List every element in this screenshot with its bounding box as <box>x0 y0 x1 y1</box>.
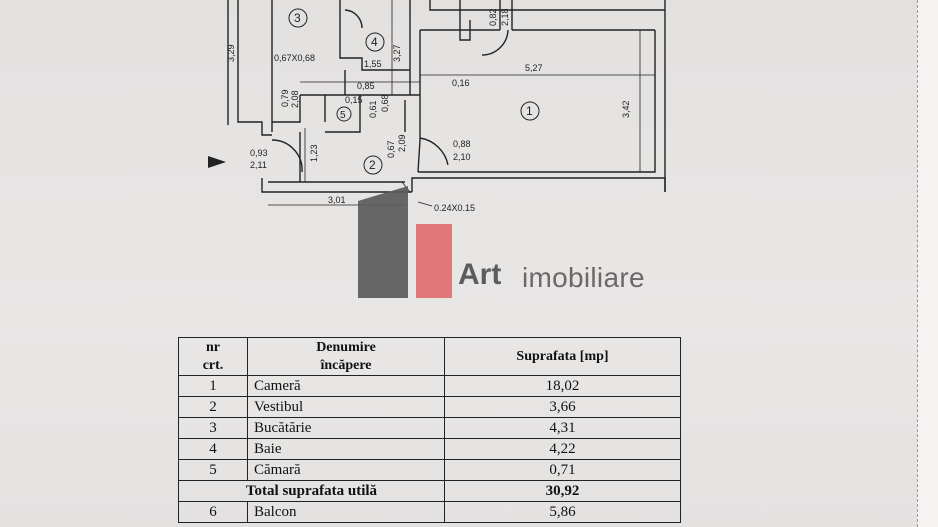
row-name: Balcon <box>247 501 445 523</box>
table-row: 4 Baie 4,22 <box>178 438 681 460</box>
entrance-arrow-icon <box>208 156 226 168</box>
total-row: Total suprafata utilă 30,92 <box>178 480 681 502</box>
row-name: Bucătărie <box>247 417 445 439</box>
logo-dark-block <box>358 186 408 298</box>
table-row: 3 Bucătărie 4,31 <box>178 417 681 439</box>
wall <box>325 95 361 133</box>
room-marker-5 <box>336 106 352 122</box>
table-row: 1 Cameră 18,02 <box>178 375 681 397</box>
dim-label: 0.24X0.15 <box>434 203 475 213</box>
dim-label: 3,29 <box>226 44 236 62</box>
wall <box>237 0 272 136</box>
room-marker-1 <box>520 101 540 121</box>
dim-label: 2,10 <box>453 152 471 162</box>
dim-label: 0,16 <box>452 78 470 88</box>
row-nr: 1 <box>178 375 248 397</box>
dim-label: 1,23 <box>309 144 319 162</box>
room-number-3: 3 <box>294 11 301 25</box>
row-name: Baie <box>247 438 445 460</box>
wall <box>418 30 656 173</box>
table-row: 2 Vestibul 3,66 <box>178 396 681 418</box>
room-number-2: 2 <box>369 158 376 172</box>
row-name: Cameră <box>247 375 445 397</box>
row-area: 4,22 <box>444 438 681 460</box>
watermark-art-text: Art <box>458 258 502 291</box>
room-marker-4 <box>365 32 385 52</box>
dim-label: 3,01 <box>328 195 346 205</box>
room-marker-2 <box>363 155 383 175</box>
dim-label: 3,42 <box>621 100 631 118</box>
dim-label: 2,11 <box>250 160 267 170</box>
wall <box>429 0 665 11</box>
wall <box>339 0 410 71</box>
dim-label: 2,08 <box>290 90 300 108</box>
dimension-line <box>417 201 433 207</box>
header-suprafata: Suprafata [mp] <box>444 337 681 376</box>
dim-label: 0,79 <box>280 89 290 107</box>
total-area: 30,92 <box>444 480 681 502</box>
dim-label: 0,15 <box>345 95 363 105</box>
dim-label: 2,18 <box>500 8 510 26</box>
row-area: 3,66 <box>444 396 681 418</box>
row-area: 4,31 <box>444 417 681 439</box>
door-arc <box>271 139 303 173</box>
room-number-5: 5 <box>340 110 346 121</box>
door-arc <box>344 9 363 29</box>
wall <box>272 95 301 123</box>
door-arc <box>419 137 449 166</box>
row-name: Cămară <box>247 459 445 481</box>
dim-label: 3,27 <box>392 44 402 62</box>
room-number-1: 1 <box>526 104 533 118</box>
door-arc <box>481 29 509 56</box>
room-marker-3 <box>288 8 308 28</box>
row-nr: 6 <box>178 501 248 523</box>
dim-label: 0,85 <box>357 81 375 91</box>
row-nr: 3 <box>178 417 248 439</box>
dim-label: 0,68 <box>380 94 390 112</box>
row-nr: 4 <box>178 438 248 460</box>
dim-label: 1,55 <box>364 59 382 69</box>
dim-label: 0,67X0,68 <box>274 53 315 63</box>
balcony-row: 6 Balcon 5,86 <box>178 501 681 523</box>
table-row: 5 Cămară 0,71 <box>178 459 681 481</box>
dim-label: 0,88 <box>453 139 471 149</box>
dim-label: 0,93 <box>250 148 268 158</box>
row-nr: 5 <box>178 459 248 481</box>
row-area: 5,86 <box>444 501 681 523</box>
dim-label: 0,67 <box>386 140 396 158</box>
dim-label: 2,09 <box>397 134 407 152</box>
row-area: 0,71 <box>444 459 681 481</box>
wall <box>459 0 471 41</box>
watermark-logo: Art imobiliare <box>358 186 658 306</box>
room-number-4: 4 <box>371 35 378 49</box>
logo-red-block <box>416 224 452 298</box>
dim-label: 0,61 <box>368 100 378 118</box>
total-label: Total suprafata utilă <box>178 480 445 502</box>
watermark-imobiliare-text: imobiliare <box>522 262 645 293</box>
dim-label: 0,82 <box>488 8 498 26</box>
wall <box>261 178 412 193</box>
perforated-edge <box>917 0 938 527</box>
dim-label: 5,27 <box>525 63 543 73</box>
row-nr: 2 <box>178 396 248 418</box>
wall <box>417 139 421 173</box>
row-area: 18,02 <box>444 375 681 397</box>
row-name: Vestibul <box>247 396 445 418</box>
